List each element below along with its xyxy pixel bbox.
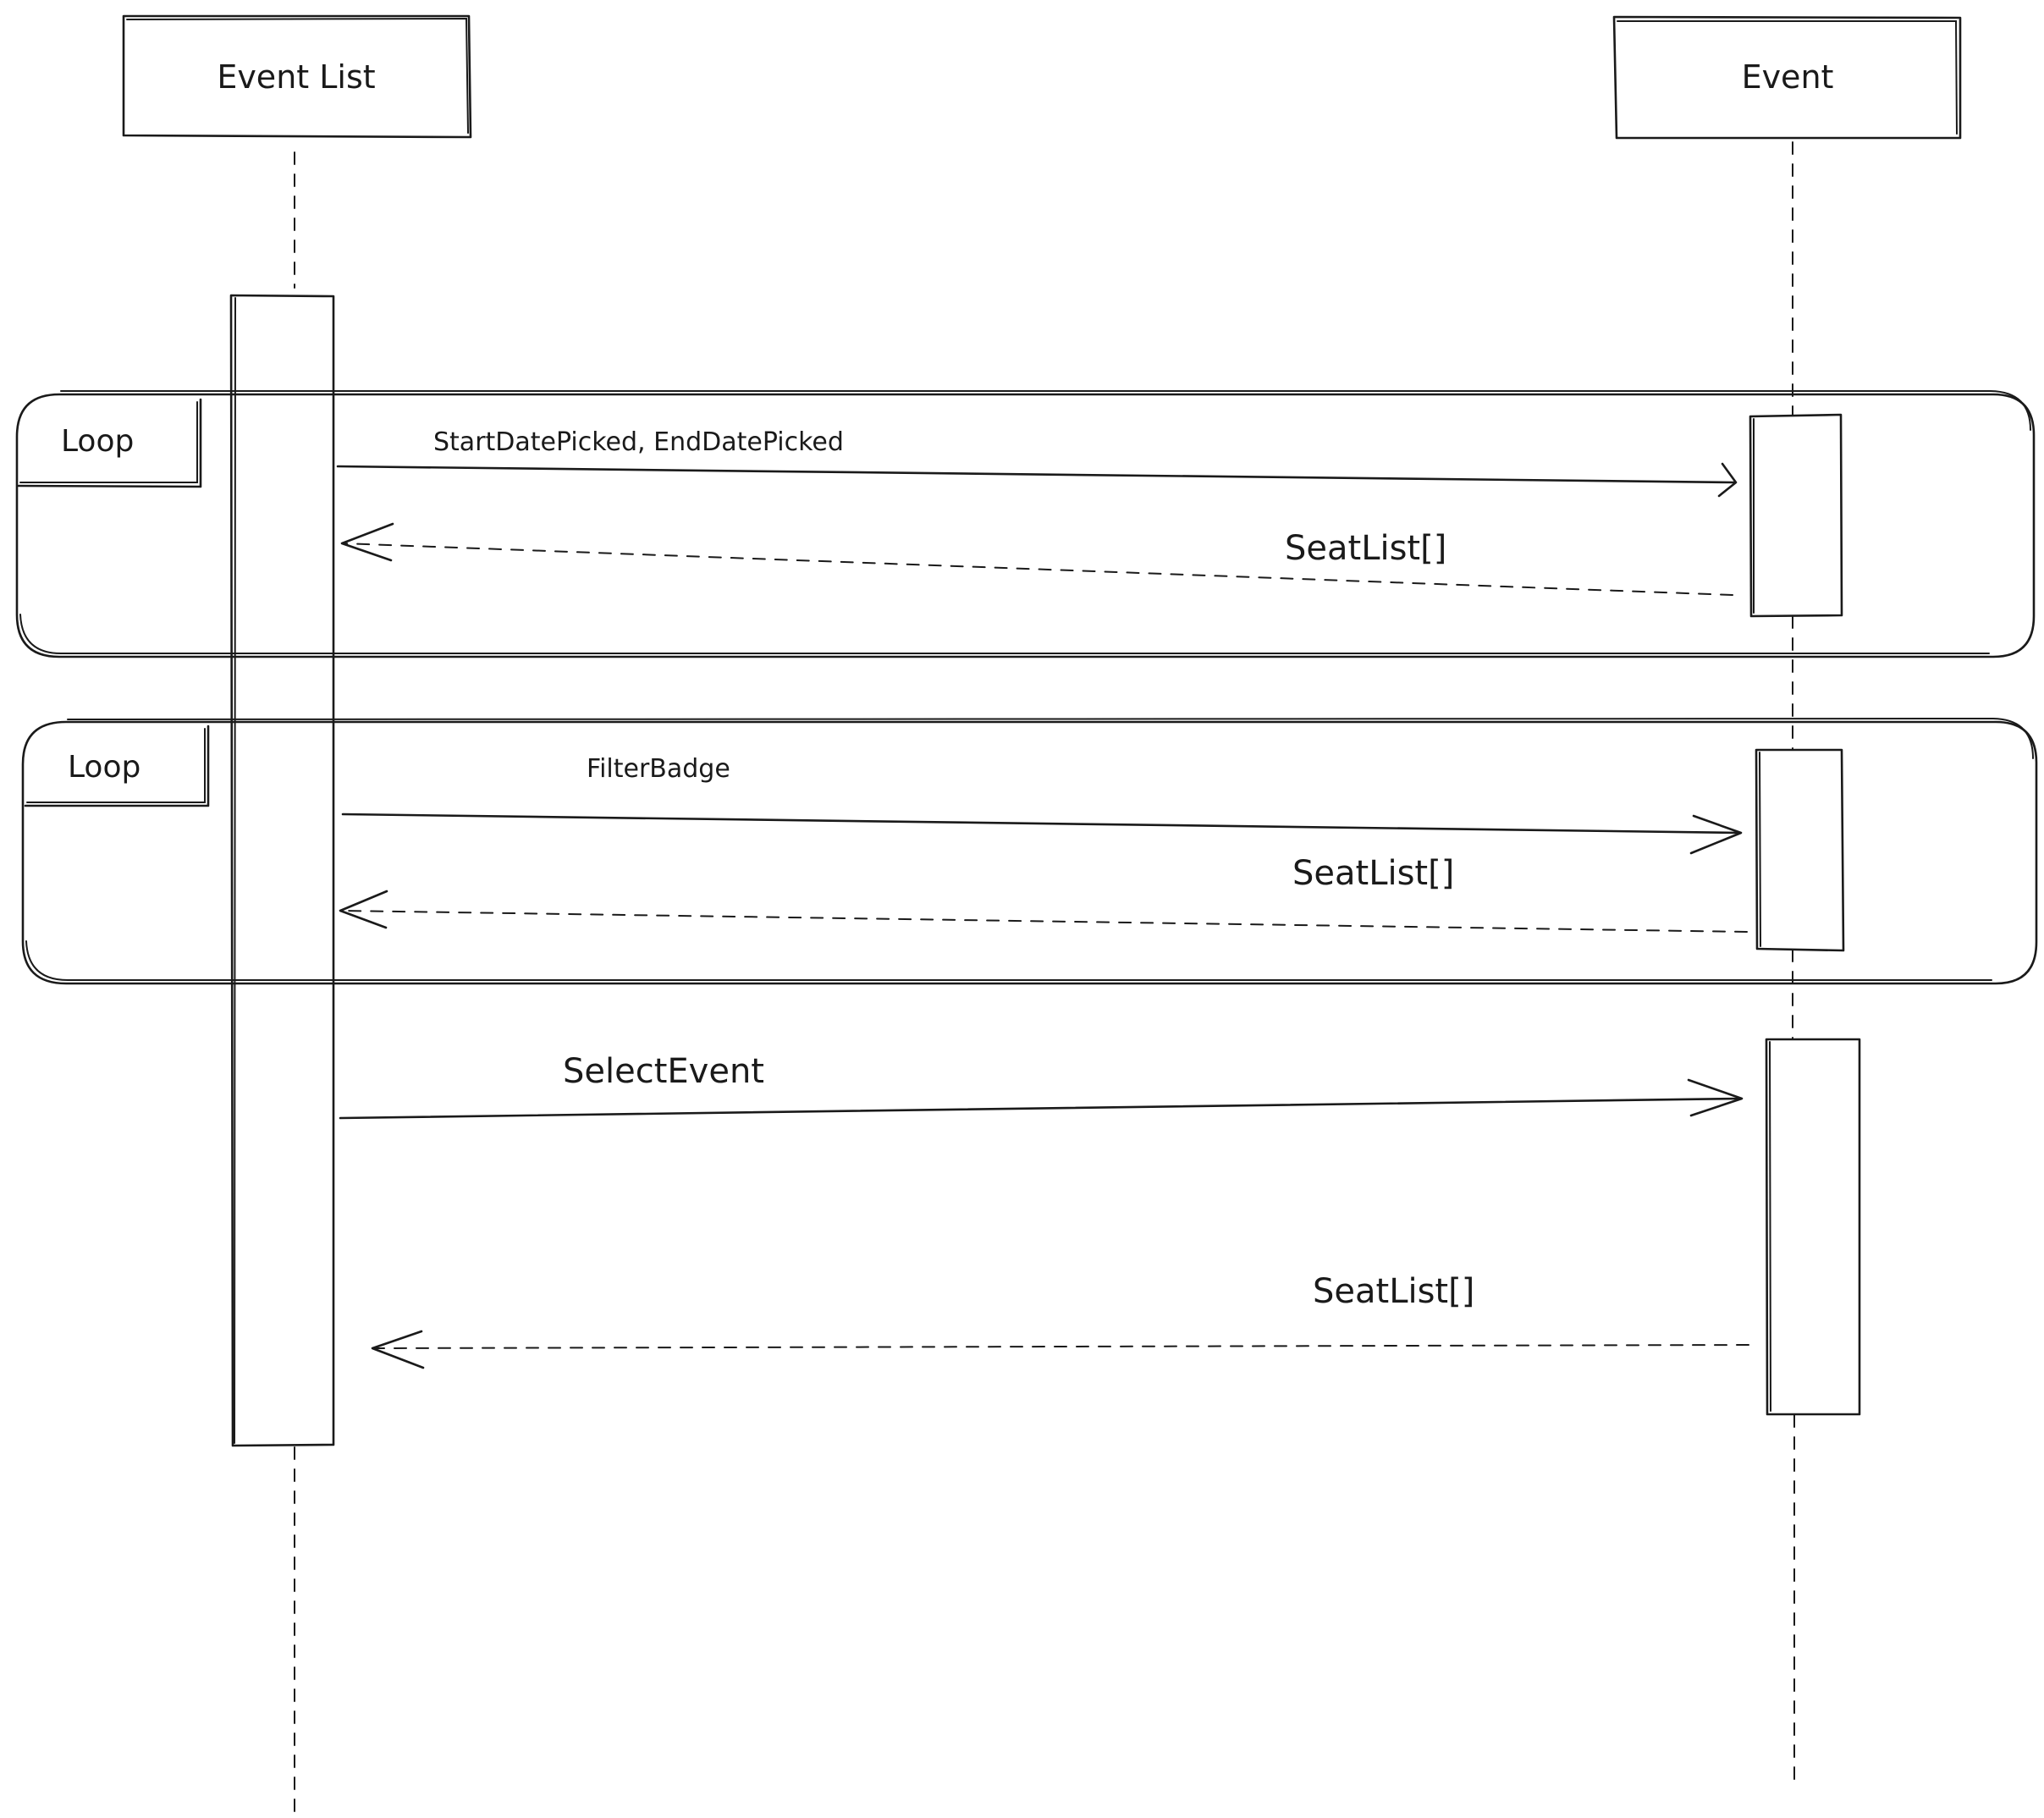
message-return-seatlist-1[interactable]: SeatList[] <box>340 522 1733 596</box>
loop-fragment-1[interactable]: Loop <box>15 390 2036 658</box>
participant-event-label: Event <box>1742 58 1834 96</box>
activation-event-2 <box>1755 748 1845 952</box>
message-select-event-label: SelectEvent <box>563 1052 764 1091</box>
loop-2-label: Loop <box>68 750 140 785</box>
message-return-seatlist-1-label: SeatList[] <box>1285 529 1446 568</box>
activation-event-3 <box>1765 1038 1861 1416</box>
participant-event[interactable]: Event <box>1612 15 1962 140</box>
activation-event-list <box>229 294 335 1447</box>
loop-1-label: Loop <box>61 424 134 459</box>
message-start-end-date-picked-label: StartDatePicked, EndDatePicked <box>433 427 844 457</box>
message-select-event[interactable]: SelectEvent <box>339 1052 1744 1120</box>
message-start-end-date-picked[interactable]: StartDatePicked, EndDatePicked <box>336 427 1738 498</box>
loop-fragment-2[interactable]: Loop <box>21 717 2038 985</box>
activation-event-1 <box>1749 413 1843 618</box>
message-filter-badge[interactable]: FilterBadge <box>341 754 1743 855</box>
message-return-seatlist-2-label: SeatList[] <box>1292 854 1454 893</box>
message-filter-badge-label: FilterBadge <box>587 754 730 784</box>
participant-event-list[interactable]: Event List <box>122 14 472 139</box>
lifeline-event <box>1792 141 1795 1782</box>
participant-event-list-label: Event List <box>217 58 375 96</box>
message-return-seatlist-3-label: SeatList[] <box>1313 1272 1474 1311</box>
message-return-seatlist-3[interactable]: SeatList[] <box>371 1272 1749 1369</box>
message-return-seatlist-2[interactable]: SeatList[] <box>339 854 1748 933</box>
